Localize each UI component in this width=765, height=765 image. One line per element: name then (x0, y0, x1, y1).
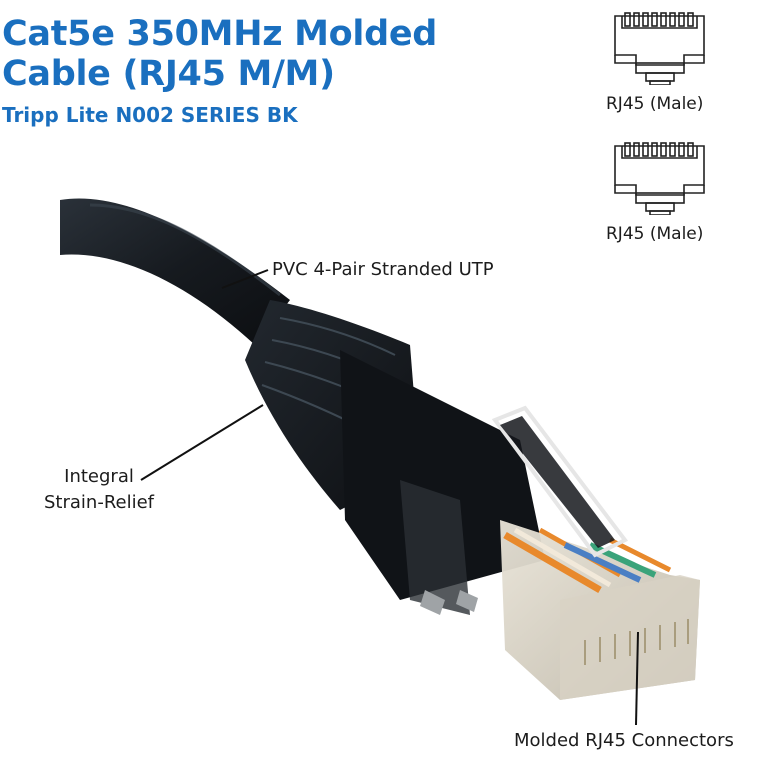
connector-icon-1-caption: RJ45 (Male) (606, 94, 704, 114)
rj45-male-connector-icon (614, 12, 705, 86)
rj45-plug (491, 405, 700, 700)
callout-cable-label: PVC 4-Pair Stranded UTP (272, 259, 494, 280)
title-line-2: Cable (RJ45 M/M) (2, 54, 335, 94)
title-line-1: Cat5e 350MHz Molded (2, 14, 438, 54)
cable-jacket (60, 198, 290, 345)
connector-icon-1 (612, 10, 712, 86)
connector-icon-2 (612, 140, 712, 216)
connector-icon-2-caption: RJ45 (Male) (606, 224, 704, 244)
callout-strain-relief-line-2: Strain-Relief (44, 492, 155, 513)
callout-lines (140, 269, 639, 726)
rj45-male-connector-icon (614, 142, 705, 216)
connector-body (340, 350, 545, 615)
product-subtitle: Tripp Lite N002 SERIES BK (2, 103, 298, 127)
callout-strain-relief-label: Integral Strain-Relief (44, 466, 154, 514)
product-title: Cat5e 350MHz Molded Cable (RJ45 M/M) (2, 14, 437, 94)
callout-strain-relief-line-1: Integral (64, 466, 134, 487)
callout-connectors-label: Molded RJ45 Connectors (514, 730, 734, 751)
